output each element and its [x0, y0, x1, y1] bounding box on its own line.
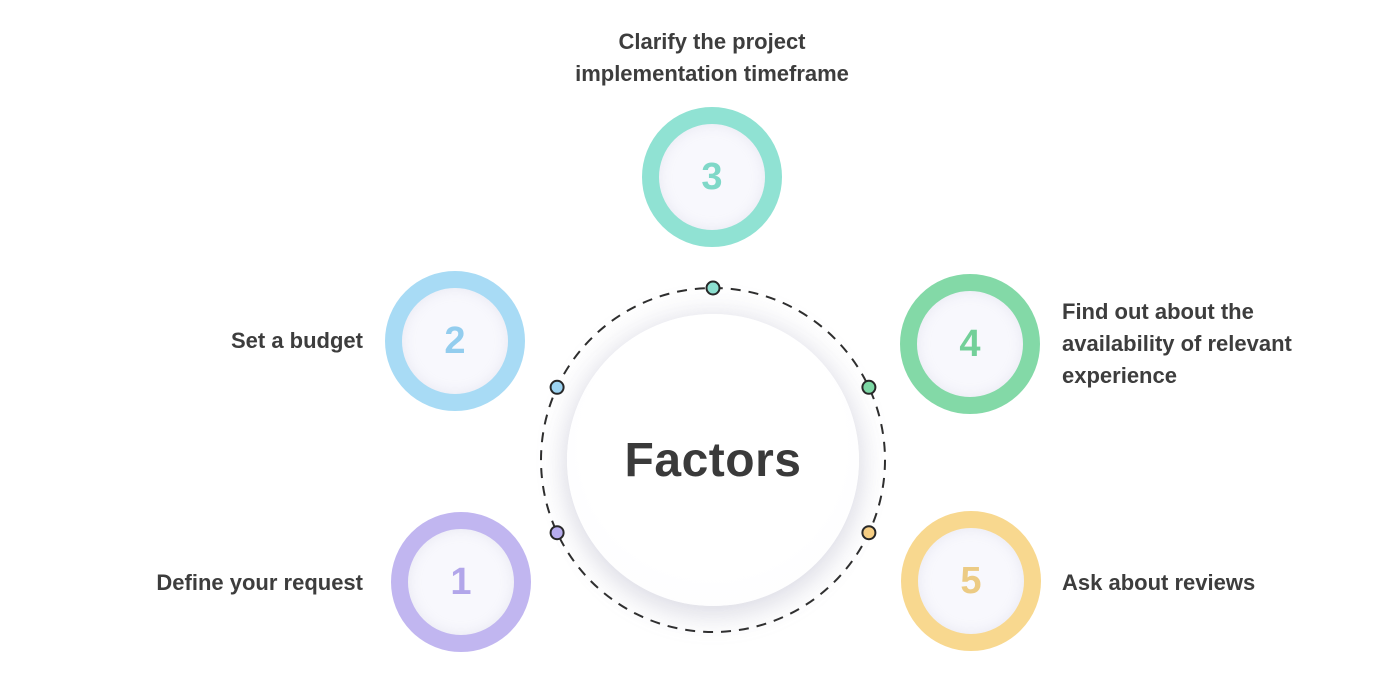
- step-4-number: 4: [959, 323, 981, 365]
- step-4-label: Find out about the availability of relev…: [1062, 296, 1292, 392]
- step-3-label-line-1: Clarify the project: [618, 29, 806, 54]
- dot-step-2: [549, 379, 565, 395]
- step-4-label-line-1: Find out about the: [1062, 299, 1254, 324]
- center-circle: Factors: [567, 314, 859, 606]
- step-2-circle: 2: [385, 271, 525, 411]
- step-2-label-line: Set a budget: [230, 328, 363, 353]
- step-4-label-line-2: availability of relevant: [1062, 331, 1292, 356]
- step-4-label-line-3: experience: [1062, 363, 1177, 388]
- dot-step-5: [861, 525, 877, 541]
- dashed-orbit: [540, 280, 886, 633]
- dot-step-4: [861, 379, 877, 395]
- step-5-circle: 5: [901, 511, 1041, 651]
- step-1-circle: 1: [391, 512, 531, 652]
- step-3-number: 3: [701, 156, 723, 198]
- step-3-label: Clarify the project implementation timef…: [412, 26, 1012, 90]
- step-2-number: 2: [444, 320, 466, 362]
- step-4-circle: 4: [900, 274, 1040, 414]
- center-title: Factors: [624, 433, 802, 487]
- dot-step-3: [705, 280, 721, 296]
- step-3-label-line-2: implementation timeframe: [575, 61, 849, 86]
- dot-step-1: [549, 525, 565, 541]
- step-2-label: Set a budget: [231, 325, 363, 357]
- step-1-number: 1: [450, 561, 472, 603]
- step-5-label: Ask about reviews: [1062, 567, 1255, 599]
- step-5-number: 5: [960, 560, 982, 602]
- step-1-label-line: Define your request: [156, 570, 363, 595]
- step-1-label: Define your request: [156, 567, 363, 599]
- step-3-circle: 3: [642, 107, 782, 247]
- step-5-label-line: Ask about reviews: [1062, 570, 1256, 595]
